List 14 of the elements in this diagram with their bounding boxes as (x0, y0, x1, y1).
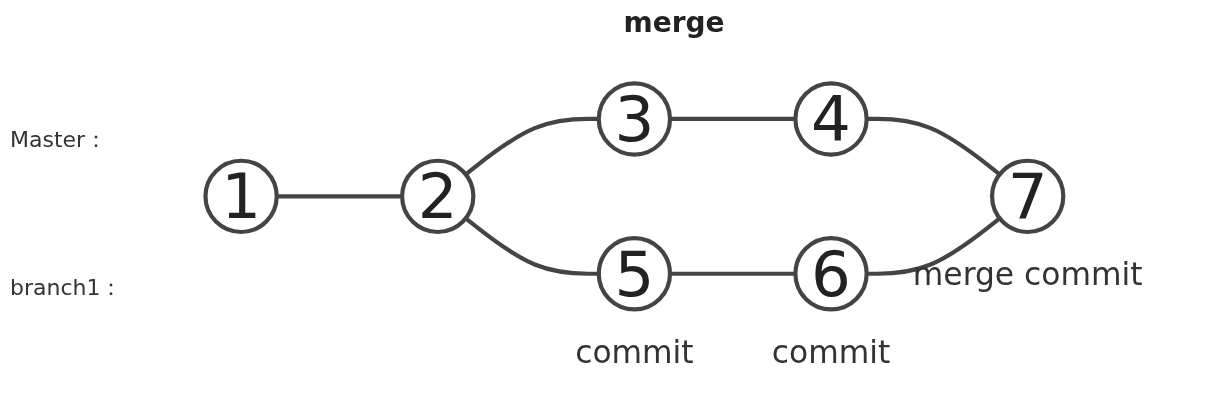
commit-graph-drawing: 1 2 3 4 7 5 6 merge commit commit commit (140, 50, 1208, 391)
branch-label: branch1： (10, 274, 124, 302)
node-circle (793, 235, 869, 311)
node-circle (989, 158, 1066, 234)
node-circle (203, 158, 279, 234)
branch-label: Master： (10, 126, 109, 154)
node-circle (793, 80, 869, 157)
diagram-title: merge (623, 6, 725, 39)
node-circle (596, 80, 673, 157)
node-circle (596, 235, 673, 311)
commit-caption: merge commit (912, 255, 1143, 292)
node-circle (400, 158, 476, 234)
commit-caption: commit (575, 333, 694, 370)
commit-caption: commit (771, 333, 891, 370)
